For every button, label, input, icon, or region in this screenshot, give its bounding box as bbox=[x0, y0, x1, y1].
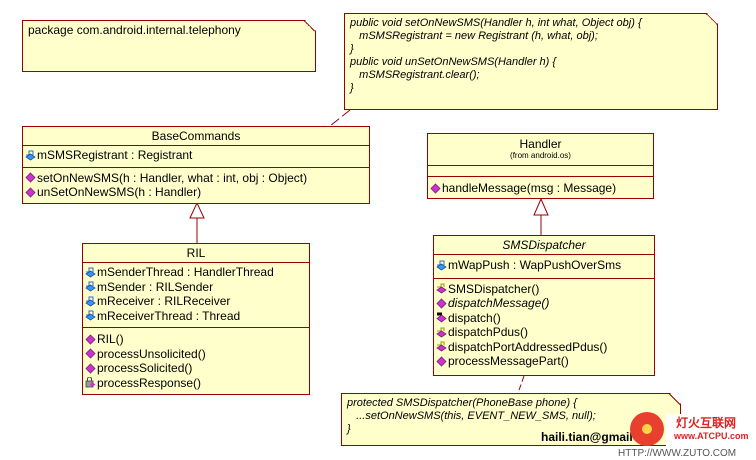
operation-row[interactable]: processUnsolicited() bbox=[83, 347, 309, 362]
attribute-text: mSenderThread : HandlerThread bbox=[97, 265, 274, 280]
watermark-site-url: www.ATCPU.com bbox=[674, 431, 749, 441]
operation-text: dispatchMessage() bbox=[448, 296, 550, 311]
attribute-row[interactable]: mReceiverThread : Thread bbox=[83, 309, 309, 324]
operation-text: processMessagePart() bbox=[448, 354, 569, 369]
watermark-panel: 灯火互联网 www.ATCPU.com bbox=[666, 414, 754, 446]
note-fold-icon bbox=[706, 14, 717, 25]
protected-operation-icon bbox=[436, 283, 447, 294]
class-name: SMSDispatcher bbox=[502, 238, 586, 252]
operation-text: dispatchPdus() bbox=[448, 325, 529, 340]
attribute-text: mWapPush : WapPushOverSms bbox=[448, 258, 622, 273]
attribute-text: mReceiverThread : Thread bbox=[97, 308, 241, 323]
public-operation-icon bbox=[85, 334, 96, 345]
attribute-text: mReceiver : RILReceiver bbox=[97, 294, 231, 309]
public-operation-icon bbox=[436, 298, 447, 309]
protected-attribute-icon bbox=[85, 281, 96, 292]
operation-row[interactable]: dispatchMessage() bbox=[434, 296, 654, 311]
attribute-row[interactable]: mSender : RILSender bbox=[83, 280, 309, 295]
operation-row[interactable]: setOnNewSMS(h : Handler, what : int, obj… bbox=[23, 171, 369, 186]
generalization-arrow-ril bbox=[189, 201, 205, 219]
class-name: BaseCommands bbox=[151, 129, 241, 143]
attribute-row[interactable]: mSenderThread : HandlerThread bbox=[83, 265, 309, 280]
operation-row[interactable]: unSetOnNewSMS(h : Handler) bbox=[23, 185, 369, 200]
package-note-text: package com.android.internal.telephony bbox=[28, 23, 241, 37]
code-line: mSMSRegistrant = new Registrant (h, what… bbox=[350, 30, 598, 42]
public-operation-icon bbox=[25, 187, 36, 198]
protected-attribute-icon bbox=[85, 310, 96, 321]
public-operation-icon bbox=[436, 356, 447, 367]
package-note: package com.android.internal.telephony bbox=[22, 20, 316, 72]
operation-row[interactable]: RIL() bbox=[83, 332, 309, 347]
code-line: public void unSetOnNewSMS(Handler h) { bbox=[350, 56, 557, 68]
code-note-bottom: protected SMSDispatcher(PhoneBase phone)… bbox=[341, 393, 681, 446]
operation-text: dispatch() bbox=[448, 310, 501, 325]
public-operation-icon bbox=[85, 363, 96, 374]
protected-attribute-icon bbox=[85, 296, 96, 307]
code-line: public void setOnNewSMS(Handler h, int w… bbox=[350, 17, 642, 29]
watermark-bottom-url: HTTP://WWW.ZUTO.COM bbox=[618, 448, 737, 459]
code-line: } bbox=[350, 82, 354, 94]
operation-text: SMSDispatcher() bbox=[448, 281, 540, 296]
operation-row[interactable]: processMessagePart() bbox=[434, 354, 654, 369]
operation-row[interactable]: SMSDispatcher() bbox=[434, 282, 654, 297]
note-fold-icon bbox=[304, 21, 315, 32]
generalization-arrow-smsdispatcher bbox=[533, 197, 549, 216]
watermark-site-name: 灯火互联网 bbox=[676, 416, 737, 430]
class-basecommands[interactable]: BaseCommands mSMSRegistrant : Registrant… bbox=[22, 126, 370, 204]
operation-text: processUnsolicited() bbox=[97, 346, 206, 361]
operation-text: processSolicited() bbox=[97, 361, 193, 376]
operation-text: dispatchPortAddressedPdus() bbox=[448, 339, 608, 354]
protected-attribute-icon bbox=[25, 150, 36, 161]
class-handler[interactable]: Handler (from android.os) handleMessage(… bbox=[427, 133, 654, 199]
operation-row[interactable]: dispatch() bbox=[434, 311, 654, 326]
operation-row[interactable]: dispatchPdus() bbox=[434, 325, 654, 340]
protected-attribute-icon bbox=[436, 260, 447, 271]
operation-row[interactable]: processSolicited() bbox=[83, 361, 309, 376]
code-line: ...setOnNewSMS(this, EVENT_NEW_SMS, null… bbox=[347, 410, 596, 422]
attribute-row[interactable]: mReceiver : RILReceiver bbox=[83, 294, 309, 309]
class-origin: (from android.os) bbox=[510, 151, 571, 160]
attribute-row[interactable]: mSMSRegistrant : Registrant bbox=[23, 148, 369, 163]
author-signature: haili.tian@gmail bbox=[541, 430, 633, 444]
private-operation-icon bbox=[85, 377, 96, 388]
public-operation-icon bbox=[25, 172, 36, 183]
code-line: mSMSRegistrant.clear(); bbox=[350, 69, 480, 81]
note-fold-icon bbox=[669, 394, 680, 405]
protected-attribute-icon bbox=[85, 267, 96, 278]
operation-text: setOnNewSMS(h : Handler, what : int, obj… bbox=[37, 170, 308, 185]
attribute-text: mSMSRegistrant : Registrant bbox=[37, 148, 193, 163]
note-link-top bbox=[329, 109, 351, 127]
operation-text: RIL() bbox=[97, 332, 124, 347]
class-name: RIL bbox=[186, 246, 206, 260]
code-line: } bbox=[347, 423, 351, 435]
class-name: Handler bbox=[519, 137, 562, 151]
code-line: } bbox=[350, 43, 354, 55]
attribute-text: mSender : RILSender bbox=[97, 279, 214, 294]
public-operation-icon bbox=[85, 348, 96, 359]
code-line: protected SMSDispatcher(PhoneBase phone)… bbox=[347, 397, 577, 409]
watermark-logo-dot-icon bbox=[642, 424, 652, 434]
protected-operation-icon bbox=[436, 327, 447, 338]
class-smsdispatcher[interactable]: SMSDispatcher mWapPush : WapPushOverSms … bbox=[433, 235, 655, 376]
package-operation-icon bbox=[436, 312, 447, 323]
code-note-top: public void setOnNewSMS(Handler h, int w… bbox=[344, 13, 718, 110]
public-operation-icon bbox=[430, 183, 441, 194]
operation-row[interactable]: processResponse() bbox=[83, 376, 309, 391]
operation-text: processResponse() bbox=[97, 375, 202, 390]
operation-text: handleMessage(msg : Message) bbox=[442, 181, 617, 196]
operation-row[interactable]: handleMessage(msg : Message) bbox=[428, 181, 653, 196]
operation-row[interactable]: dispatchPortAddressedPdus() bbox=[434, 340, 654, 355]
protected-operation-icon bbox=[436, 341, 447, 352]
operation-text: unSetOnNewSMS(h : Handler) bbox=[37, 185, 202, 200]
attribute-row[interactable]: mWapPush : WapPushOverSms bbox=[434, 258, 654, 273]
note-link-bottom bbox=[517, 375, 525, 394]
